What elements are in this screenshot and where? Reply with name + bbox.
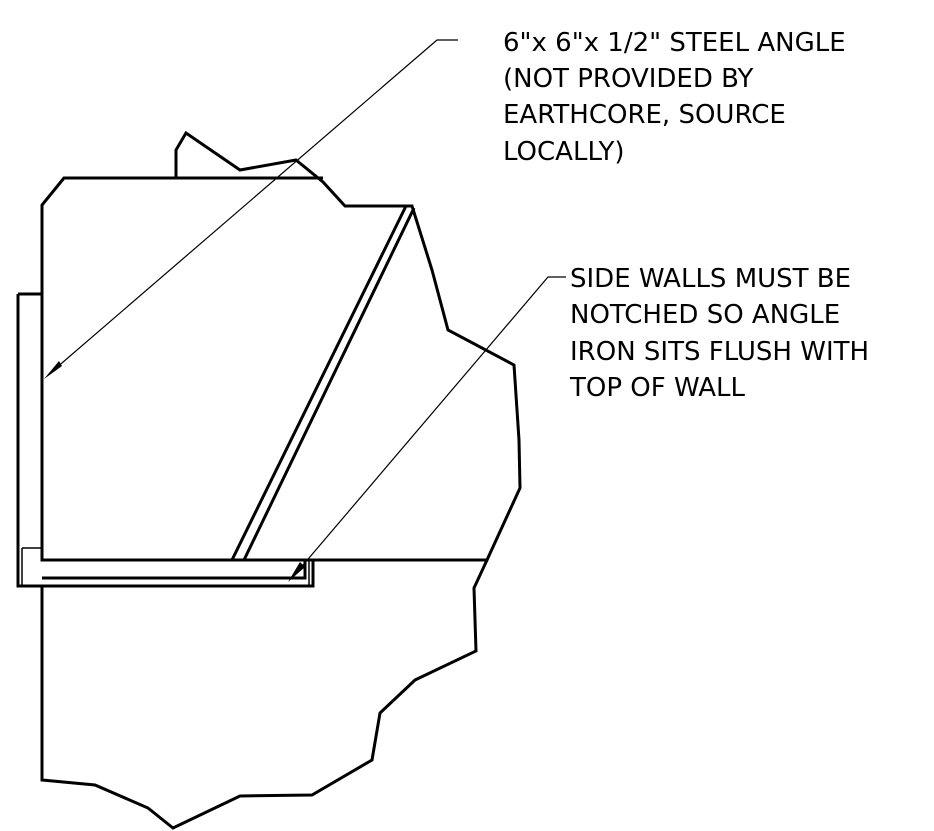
side-walls-callout-line-1: SIDE WALLS MUST BE	[570, 264, 851, 294]
side-walls-callout: SIDE WALLS MUST BE NOTCHED SO ANGLE IRON…	[569, 264, 877, 403]
steel-angle-callout-line-2: (NOT PROVIDED BY	[503, 64, 754, 94]
upper-wall-outline	[40, 130, 522, 562]
steel-angle-vertical-leg	[16, 292, 42, 588]
leader-steel-angle-arrowhead	[44, 361, 62, 379]
leader-steel-angle	[47, 39, 458, 376]
lower-wall-outline	[40, 559, 489, 830]
steel-angle-heel	[21, 547, 42, 586]
steel-angle-callout-line-1: 6"x 6"x 1/2" STEEL ANGLE	[503, 28, 846, 58]
leader-side-walls	[291, 276, 566, 579]
steel-angle-callout-line-4: LOCALLY)	[503, 137, 625, 167]
steel-angle-callout-line-3: EARTHCORE, SOURCE	[503, 100, 786, 130]
joint-line-outer	[230, 205, 408, 561]
leader-side-walls-arrowhead	[288, 562, 305, 582]
side-walls-callout-line-4: TOP OF WALL	[569, 373, 746, 403]
joint-line-inner	[242, 207, 416, 561]
steel-angle-horizontal-leg	[18, 560, 315, 588]
side-walls-callout-line-3: IRON SITS FLUSH WITH	[570, 337, 869, 367]
steel-angle-callout: 6"x 6"x 1/2" STEEL ANGLE (NOT PROVIDED B…	[503, 28, 854, 167]
side-walls-callout-line-2: NOTCHED SO ANGLE	[570, 300, 840, 330]
